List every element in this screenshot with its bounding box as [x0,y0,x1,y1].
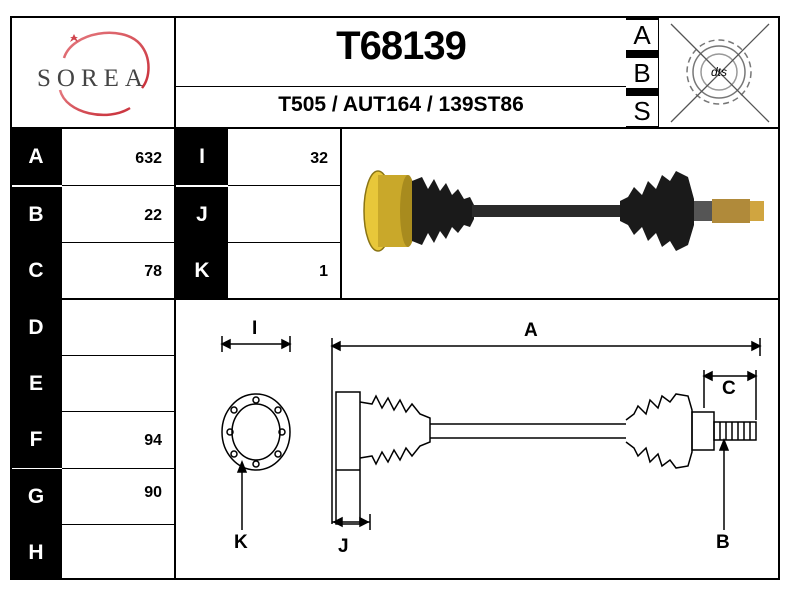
diagram-label-c: C [722,378,736,399]
row-line [228,242,340,243]
dim-label-a: A [10,129,62,185]
product-photo [342,129,778,298]
diagram-label-j: J [338,536,349,557]
divider [174,16,176,580]
dim-label-i: I [176,129,228,185]
dim-value-f: 94 [144,432,162,449]
abs-letter-b: B [626,58,658,88]
abs-badge-text: dts [711,65,727,79]
dim-label-c: C [10,243,62,299]
dim-label-f: F [10,412,62,468]
dim-label-b: B [10,187,62,243]
dim-label-g: G [10,469,62,525]
diagram-label-a: A [524,320,538,341]
sorea-logo: SOREA [12,18,174,128]
row-line [228,185,340,186]
abs-badge: dts [659,18,780,128]
part-number: T68139 [336,24,467,68]
divider [340,127,342,300]
abs-letter-s: S [626,96,658,126]
abs-letter-a: A [626,20,658,50]
row-line [62,355,174,356]
dim-label-e: E [10,356,62,412]
dim-value-i: 32 [310,150,328,167]
diagram-label-i: I [252,318,258,339]
abs-ring-crossed-icon: dts [670,23,770,123]
row-line [62,185,174,186]
dim-label-j: J [176,187,228,243]
logo-swoosh-icon [58,31,150,117]
divider [10,298,780,300]
abs-column: A B S [626,18,658,128]
part-references: T505 / AUT164 / 139ST86 [278,93,524,116]
row-line [62,524,174,525]
row-line [62,242,174,243]
row-line [62,468,174,469]
dim-label-h: H [10,525,62,580]
shaft-drawing-icon [220,336,762,530]
dim-value-c: 78 [144,263,162,280]
brand-name: SOREA [37,65,149,92]
divider [657,16,659,129]
diagram-label-k: K [234,532,248,553]
drive-shaft-photo-icon [363,170,764,252]
divider [175,86,626,87]
technical-diagram: I A C K J B [176,300,778,578]
dim-label-k: K [176,243,228,299]
dim-value-a: 632 [135,150,162,167]
divider [10,127,780,129]
dim-label-d: D [10,300,62,356]
dim-value-k: 1 [319,263,328,280]
dim-value-b: 22 [144,207,162,224]
diagram-label-b: B [716,532,730,553]
row-line [62,411,174,412]
dim-value-g: 90 [144,484,162,501]
